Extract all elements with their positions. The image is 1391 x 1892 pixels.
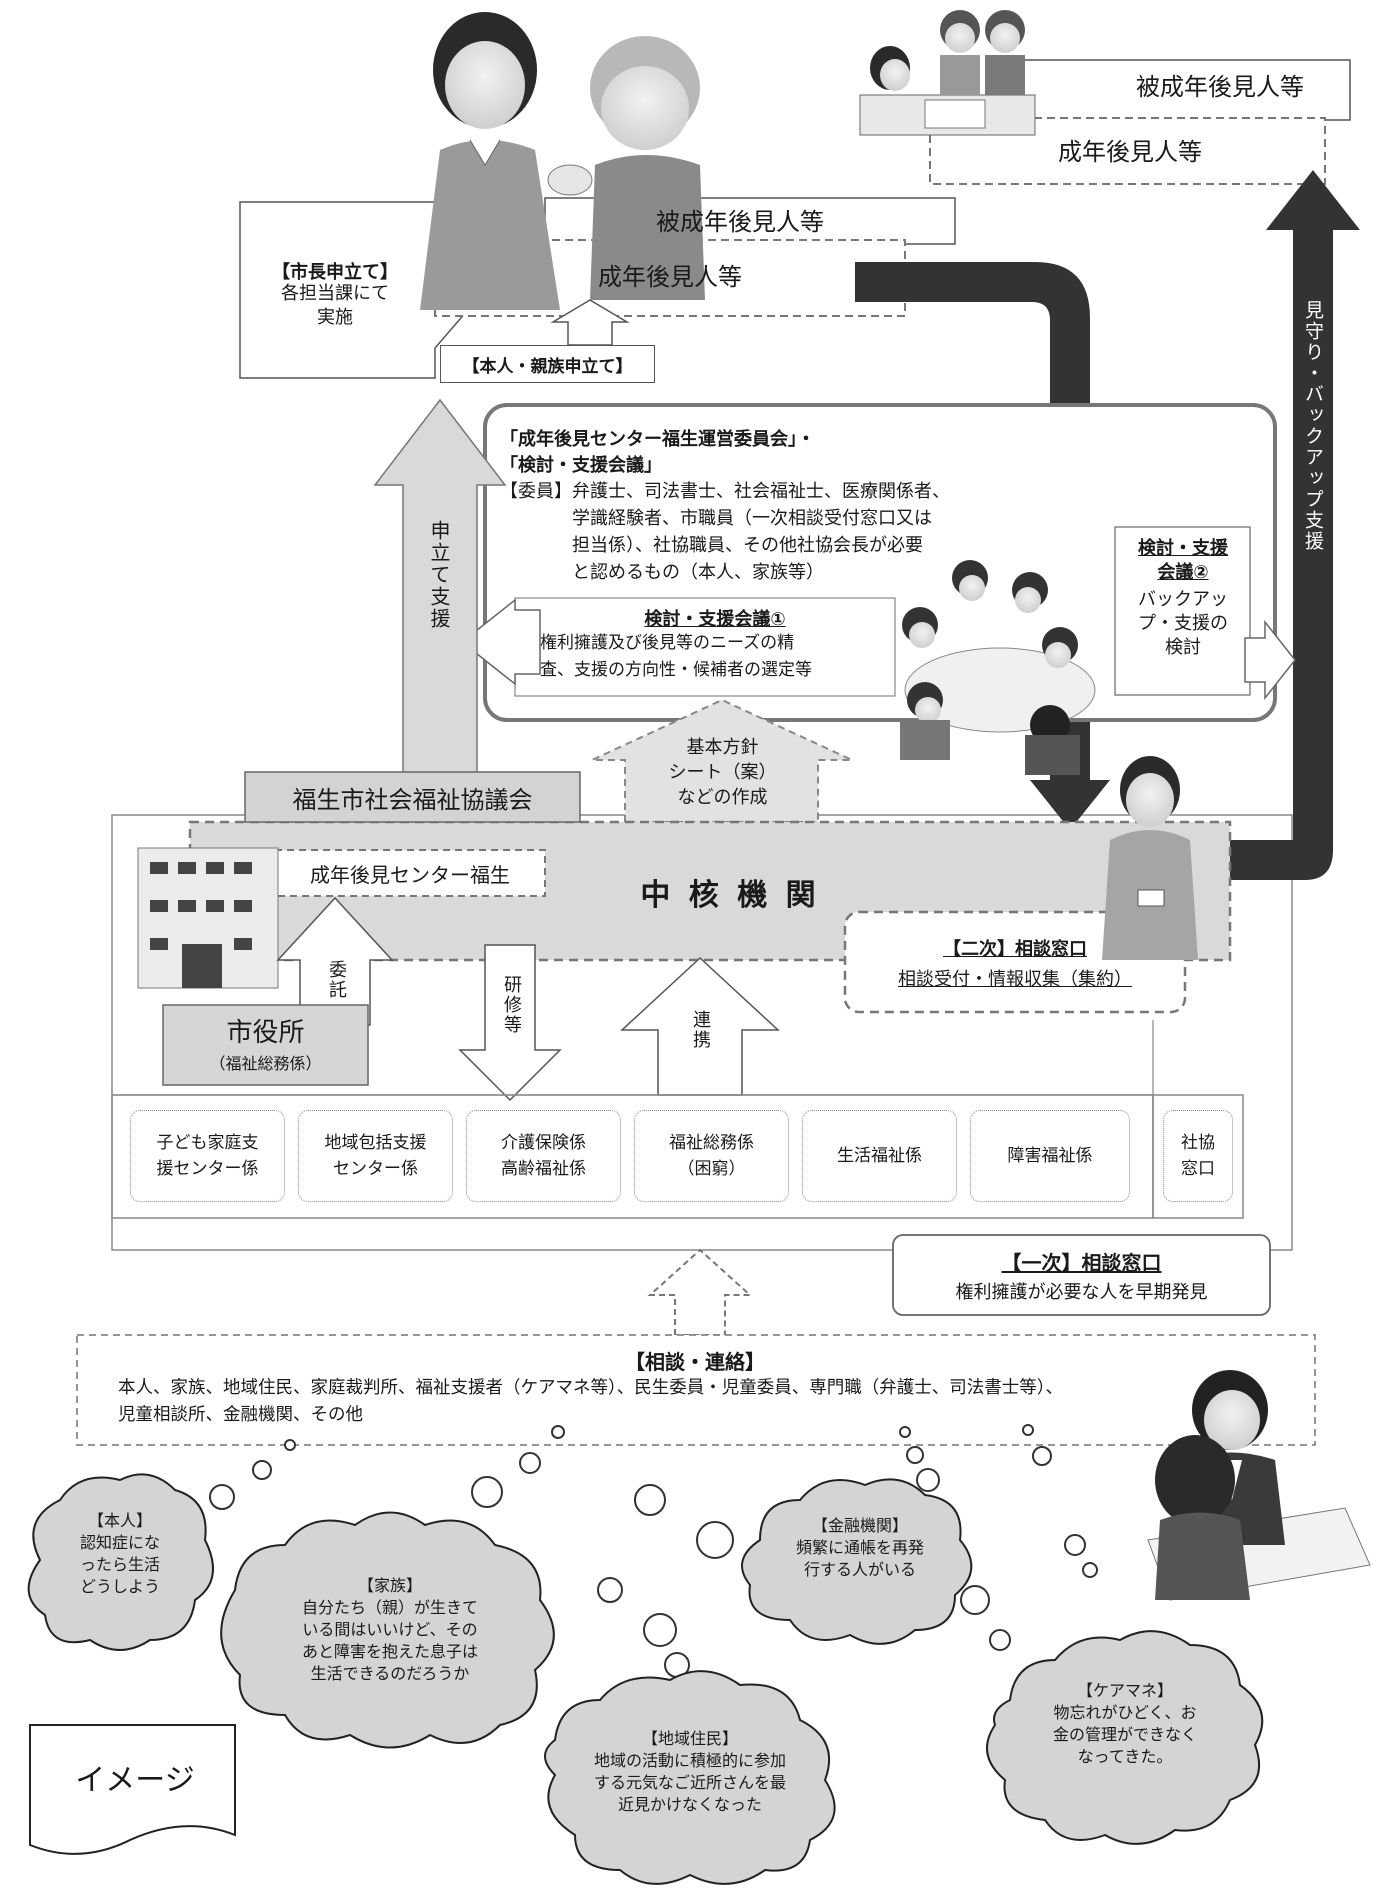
ward-label-left: 被成年後見人等 (656, 208, 824, 236)
cloud-kinyu-text: 【金融機関】 頻繁に通帳を再発 行する人がいる (795, 1516, 924, 1579)
staff-illustration (1102, 756, 1198, 960)
meeting2-body: バックアッ プ・支援の 検討 (1138, 589, 1228, 658)
petition-support-label: 申立て支援 (427, 520, 451, 630)
cloud-kinyu (741, 1478, 973, 1645)
secondary-window-box (843, 910, 1187, 1014)
sections-row: 子ども家庭支 援センター係 地域包括支援 センター係 介護保険係 高齢福祉係 福… (125, 1110, 1145, 1205)
cloud-kazoku (220, 1511, 555, 1749)
cloud-chiiki (544, 1670, 836, 1885)
center-name-box (274, 849, 546, 897)
shakyo-window-frame (1152, 1094, 1244, 1219)
petition-support-arrow (373, 398, 507, 776)
committee-members: 【委員】弁護士、司法書士、社会福祉士、医療関係者、 学識経験者、市職員（一次相談… (500, 481, 950, 583)
watch-backup-label: 見守り・バックアップ支援 (1302, 300, 1324, 552)
meeting1-body: 権利擁護及び後見等のニーズの精 査、支援の方向性・候補者の選定等 (540, 633, 812, 680)
family-petition-label: 【本人・親族申立て】 (440, 345, 655, 383)
committee-title2: 「検討・支援会議」 (500, 455, 662, 476)
image-label-banner (29, 1724, 236, 1855)
consultation-desk-illustration (859, 10, 1036, 136)
mayor-petition-title: 【市長申立て】 (272, 262, 398, 283)
guardian-label-left: 成年後見人等 (598, 263, 742, 291)
meeting2-right-arrow (1244, 619, 1296, 701)
city-hall-box (162, 1004, 369, 1086)
primary-window-body: 権利擁護が必要な人を早期発見 (955, 1282, 1208, 1303)
caregiver-elder-illustration (420, 12, 705, 310)
consult-body: 本人、家族、地域住民、家庭裁判所、福祉支援者（ケアマネ等）、民生委員・児童委員、… (118, 1378, 1063, 1425)
committee-title1: 「成年後見センター福生運営委員会」・ (500, 429, 815, 450)
shakyo-box (244, 771, 581, 823)
mayor-petition-body: 各担当課にて 実施 (281, 283, 389, 328)
cloud-kazoku-text: 【家族】 自分たち（親）が生きて いる間はいいけど、その あと障害を抱えた息子は… (301, 1576, 478, 1683)
consultation-pair-illustration (1147, 1370, 1371, 1601)
thought-bubble-dots (209, 1424, 1098, 1678)
training-arrow (458, 944, 562, 1102)
building-illustration (137, 847, 279, 989)
meeting1-box (514, 597, 896, 697)
meeting-illustration (900, 560, 1096, 775)
section-child-family: 子ども家庭支 援センター係 (130, 1110, 285, 1202)
section-care-insurance: 介護保険係 高齢福祉係 (466, 1110, 621, 1202)
section-community-support: 地域包括支援 センター係 (298, 1110, 453, 1202)
meeting1-left-arrow (460, 598, 541, 686)
ward-label-right: 被成年後見人等 (1136, 73, 1304, 101)
training-label: 研修等 (501, 975, 522, 1035)
entrust-label: 委託 (326, 960, 347, 1000)
meeting1-title: 検討・支援会議① (644, 609, 786, 630)
consult-box (76, 1334, 1316, 1446)
primary-window-title: 【一次】相談窓口 (1001, 1251, 1162, 1275)
center-name-label: 成年後見センター福生 (310, 862, 510, 887)
policy-sheet-label: 基本方針 シート（案） などの作成 (668, 737, 777, 808)
secondary-window-title: 【二次】相談窓口 (943, 939, 1087, 960)
section-welfare-general: 福祉総務係 （困窮） (634, 1110, 789, 1202)
cloud-chiiki-text: 【地域住民】 地域の活動に積極的に参加 する元気なご近所さんを最 近見かけなくな… (593, 1729, 786, 1814)
consult-title: 【相談・連絡】 (625, 1350, 765, 1374)
secondary-window-body: 相談受付・情報収集（集約） (898, 969, 1132, 990)
core-agency-label: 中 核 機 関 (640, 878, 820, 913)
meeting2-box (1114, 526, 1251, 696)
liaison-label: 連携・情報共有 (1060, 455, 1082, 602)
cooperation-label: 連携 (690, 1010, 711, 1050)
section-disability: 障害福祉係 (970, 1110, 1130, 1202)
policy-sheet-arrow (591, 698, 853, 823)
section-livelihood: 生活福祉係 (802, 1110, 957, 1202)
entrust-arrow (276, 896, 394, 1026)
backup-dark-arrow (1228, 170, 1360, 880)
image-label: イメージ (75, 1763, 195, 1798)
city-hall-label: 市役所 (226, 1018, 305, 1048)
meeting2-title: 検討・支援 会議② (1138, 538, 1228, 583)
cooperation-arrow (620, 956, 780, 1096)
cloud-caremane-text: 【ケアマネ】 物忘れがひどく、お 金の管理ができなく なってきた。 (1052, 1681, 1197, 1766)
cloud-honnin (27, 1473, 214, 1651)
family-petition-arrow (550, 299, 630, 346)
shakyo-label: 福生市社会福祉協議会 (292, 785, 533, 814)
cloud-honnin-text: 【本人】 認知症にな ったら生活 どうしよう (79, 1511, 160, 1596)
cloud-caremane (986, 1630, 1264, 1845)
primary-window-box (892, 1234, 1271, 1316)
consult-arrow (647, 1248, 753, 1336)
city-hall-sub: （福祉総務係） (209, 1054, 322, 1073)
shakyo-window: 社協 窓口 (1163, 1110, 1233, 1202)
guardian-label-right: 成年後見人等 (1058, 138, 1202, 166)
